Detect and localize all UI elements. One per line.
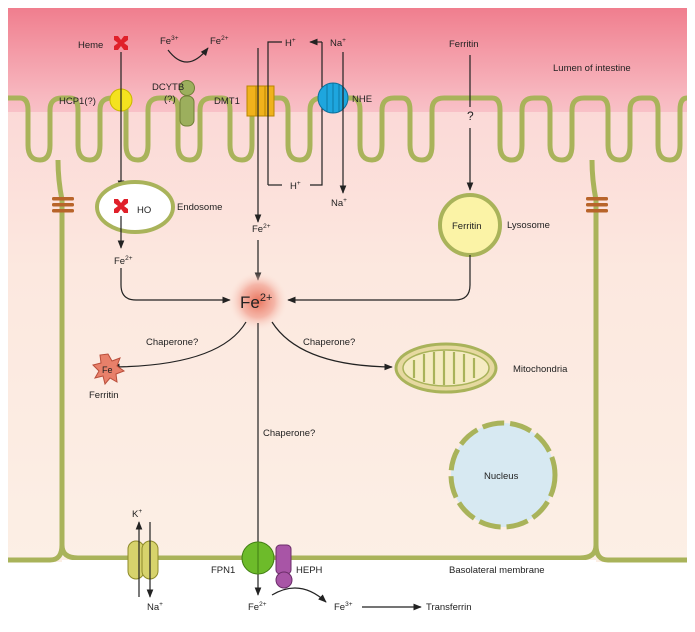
chaperone-right-label: Chaperone? xyxy=(303,337,355,348)
left-fe-to-pool-arrow xyxy=(120,268,231,304)
dcytb-question-label: (?) xyxy=(164,94,176,105)
heph-label: HEPH xyxy=(296,565,323,576)
unknown-uptake-question: ? xyxy=(467,109,474,123)
fe-oxidation-arrow xyxy=(271,587,327,603)
dcytb-protein xyxy=(179,80,195,127)
fe2-bottom-label: Fe2+ xyxy=(248,601,267,613)
endosome xyxy=(95,180,175,234)
k-plus-label: K+ xyxy=(132,508,142,520)
h-bottom-label: H+ xyxy=(290,180,301,192)
chaperone-to-mitochondria-arrow xyxy=(271,321,393,371)
lumen-label: Lumen of intestine xyxy=(553,63,631,74)
fe-reduction-arrow xyxy=(167,47,209,63)
fe2-top-label: Fe2+ xyxy=(210,35,229,47)
labile-iron-pool xyxy=(228,271,288,331)
tight-junction-left xyxy=(52,197,74,213)
chaperone-left-label: Chaperone? xyxy=(146,337,198,348)
na-baso-label: Na+ xyxy=(147,601,163,613)
heme-in-endosome-icon xyxy=(114,199,128,213)
potassium-channel xyxy=(127,540,159,580)
nucleus-label: Nucleus xyxy=(484,471,519,482)
fe3-bottom-label: Fe3+ xyxy=(334,601,353,613)
lysosome-to-pool-arrow xyxy=(287,255,471,304)
mitochondrion xyxy=(394,342,498,394)
nuclear-envelope xyxy=(448,420,558,530)
hcp1-label: HCP1(?) xyxy=(59,96,96,107)
chaperone-down-label: Chaperone? xyxy=(263,428,315,439)
dmt1-label: DMT1 xyxy=(214,96,240,107)
nucleus xyxy=(451,423,555,527)
h-top-label: H+ xyxy=(285,37,296,49)
nhe-label: NHE xyxy=(352,94,372,105)
fe2-center-label: Fe2+ xyxy=(240,292,272,312)
fpn1-label: FPN1 xyxy=(211,565,235,576)
na-bottom-label: Na+ xyxy=(331,197,347,209)
transferrin-label: Transferrin xyxy=(426,602,472,613)
lysosome-label: Lysosome xyxy=(507,220,550,231)
ferritin-lysosome-label: Ferritin xyxy=(452,221,482,232)
heme-icon xyxy=(114,36,128,50)
ferritin-fe-star-icon xyxy=(92,353,126,386)
fe2-left-label: Fe2+ xyxy=(114,255,133,267)
tight-junction-right xyxy=(586,197,608,213)
basolateral-membrane xyxy=(59,544,599,561)
dcytb-label: DCYTB xyxy=(152,82,184,93)
chaperone-to-ferritin-arrow xyxy=(111,321,247,371)
fe2-mid-label: Fe2+ xyxy=(252,223,271,235)
ferritin-star-label: Ferritin xyxy=(89,390,119,401)
mitochondria-label: Mitochondria xyxy=(513,364,568,375)
ho-label: HO xyxy=(137,205,151,216)
basolateral-label: Basolateral membrane xyxy=(449,565,545,576)
heph-protein xyxy=(275,544,293,589)
basolateral-space xyxy=(62,560,596,580)
ferritin-top-label: Ferritin xyxy=(449,39,479,50)
heme-label: Heme xyxy=(78,40,103,51)
na-top-label: Na+ xyxy=(330,37,346,49)
dmt1-transporter xyxy=(246,85,275,117)
fe-star-label: Fe xyxy=(102,365,113,375)
endosome-label: Endosome xyxy=(177,202,222,213)
fe3-top-label: Fe3+ xyxy=(160,35,179,47)
proton-loop-left xyxy=(267,41,282,185)
